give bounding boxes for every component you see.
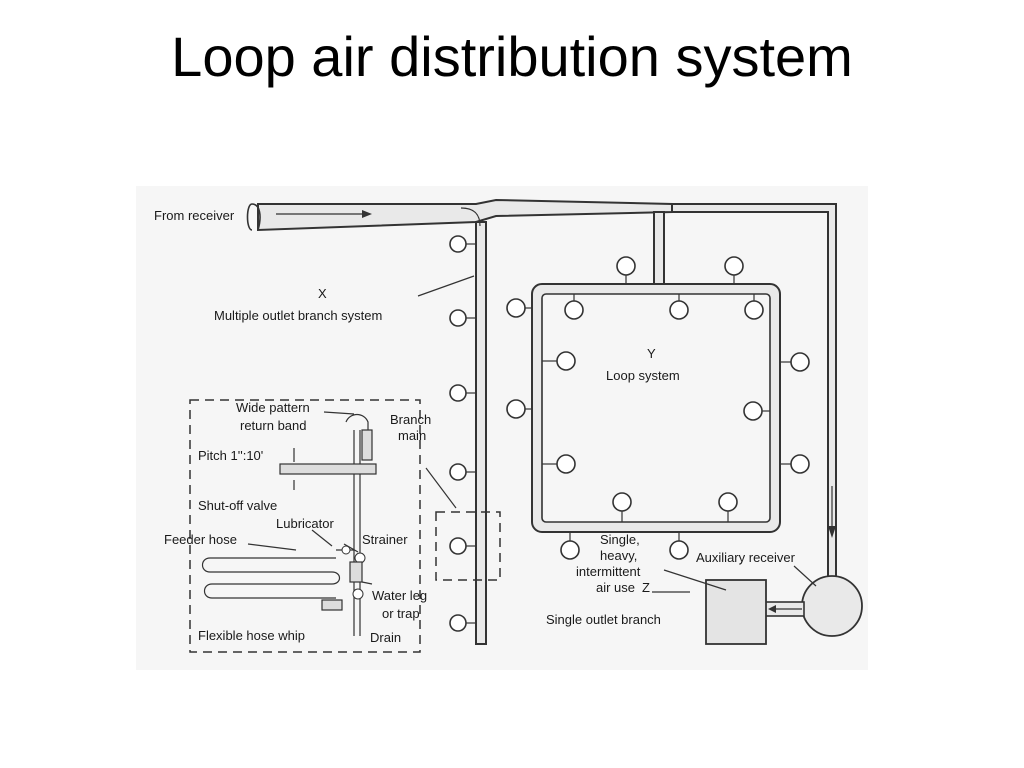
- loop-y-pipe: [531, 211, 781, 533]
- label-lubricator: Lubricator: [276, 516, 334, 531]
- label-pitch: Pitch 1'':10': [198, 448, 263, 463]
- label-single-outlet: Single outlet branch: [546, 612, 661, 627]
- label-wide-pattern-2: return band: [240, 418, 307, 433]
- label-flexible: Flexible hose whip: [198, 628, 305, 643]
- branch-x-outlets: [449, 235, 476, 632]
- detail-callout-box: [435, 511, 501, 581]
- label-water-leg-1: Water leg: [372, 588, 427, 603]
- page-title: Loop air distribution system: [171, 25, 853, 88]
- flow-arrows: [276, 210, 836, 538]
- label-feeder: Feeder hose: [164, 532, 237, 547]
- label-single-4: air use: [596, 580, 635, 595]
- label-branch-1: Branch: [390, 412, 431, 427]
- label-auxiliary: Auxiliary receiver: [696, 550, 796, 565]
- label-water-leg-2: or trap: [382, 606, 420, 621]
- detail-callout-leader: [425, 467, 457, 509]
- label-from-receiver: From receiver: [154, 208, 235, 223]
- auxiliary-receiver: [705, 575, 863, 645]
- diagram-svg: From receiver X Multiple outlet branch s…: [136, 186, 868, 670]
- loop-y-outlets: [506, 256, 810, 560]
- label-wide-pattern-1: Wide pattern: [236, 400, 310, 415]
- label-single-1: Single,: [600, 532, 640, 547]
- label-shutoff: Shut-off valve: [198, 498, 277, 513]
- label-strainer: Strainer: [362, 532, 408, 547]
- label-single-3: intermittent: [576, 564, 641, 579]
- label-multiple-outlet: Multiple outlet branch system: [214, 308, 382, 323]
- label-branch-2: main: [398, 428, 426, 443]
- air-distribution-diagram: From receiver X Multiple outlet branch s…: [136, 186, 868, 670]
- label-y: Y: [647, 346, 656, 361]
- detail-drop-assembly: [201, 413, 377, 636]
- label-loop-system: Loop system: [606, 368, 680, 383]
- branch-x-drop: [460, 207, 487, 645]
- leader-lines: [247, 275, 817, 593]
- label-x: X: [318, 286, 327, 301]
- label-z: Z: [642, 580, 650, 595]
- label-single-2: heavy,: [600, 548, 637, 563]
- label-drain: Drain: [370, 630, 401, 645]
